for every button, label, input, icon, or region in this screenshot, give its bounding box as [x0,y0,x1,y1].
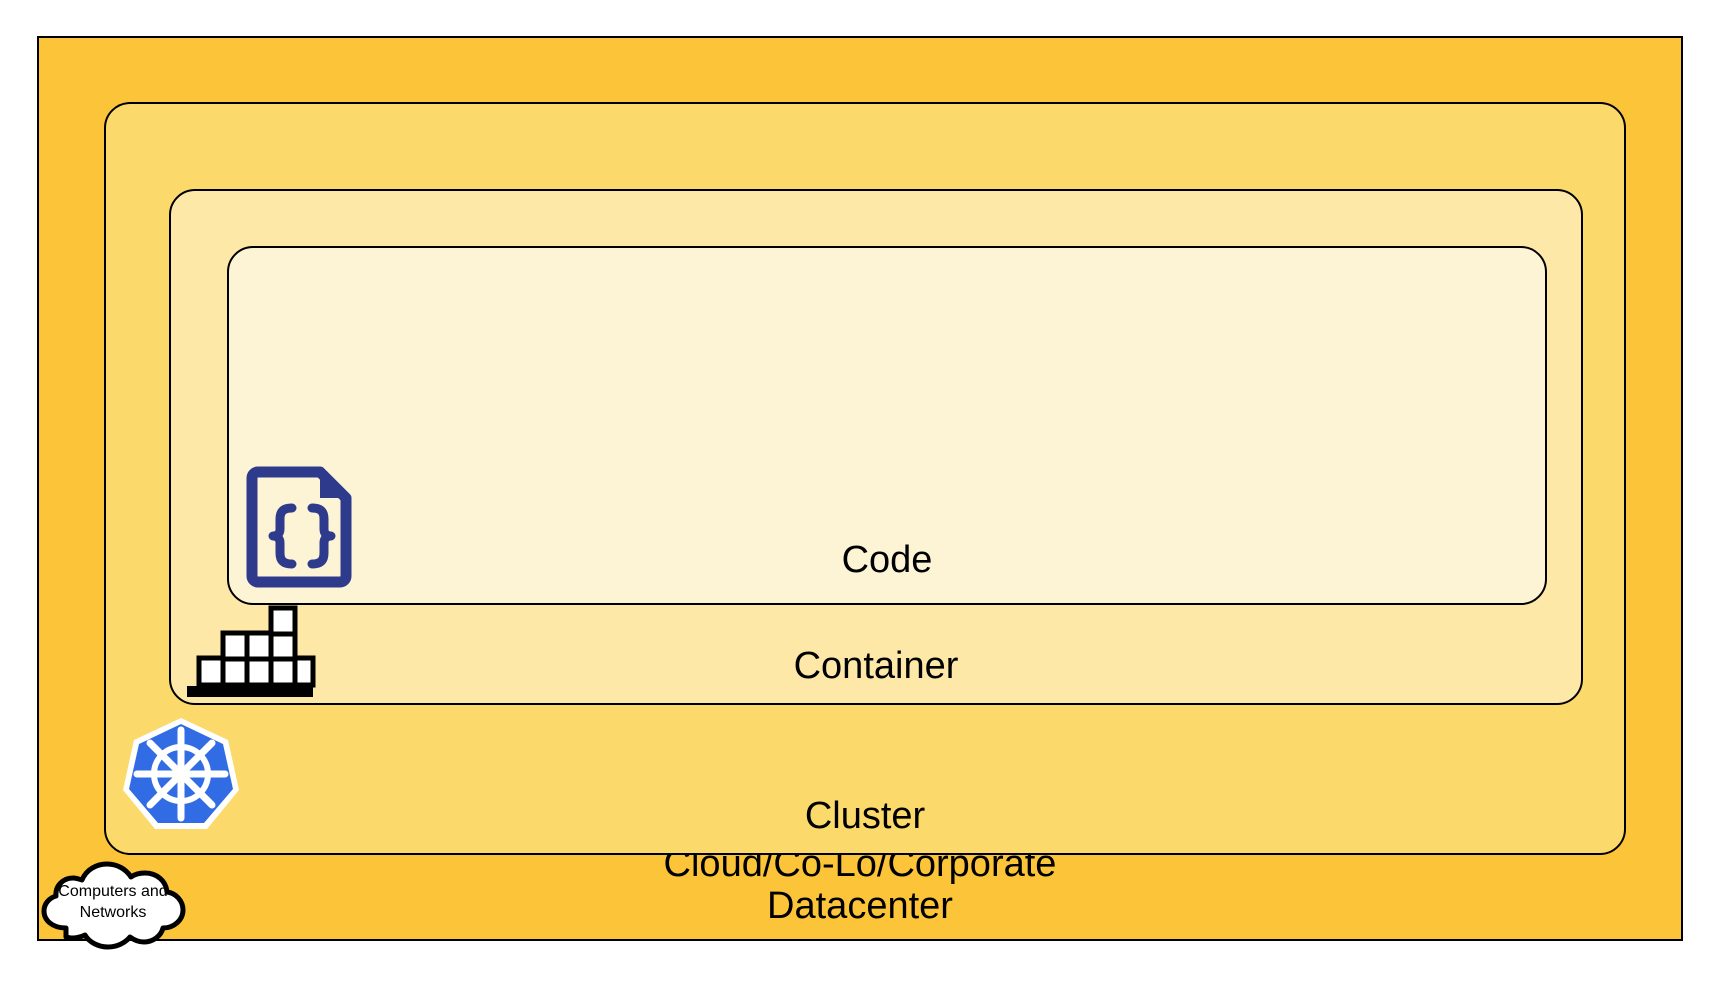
layer-code: Code [227,246,1547,605]
layer-container: Container Code [169,189,1583,705]
layer-cluster-label: Cluster [804,795,926,837]
container-blocks-icon [185,605,316,698]
layer-datacenter-label: Cloud/Co-Lo/Corporate Datacenter [663,843,1057,927]
layer-code-label: Code [841,539,933,581]
layer-datacenter: Cloud/Co-Lo/Corporate Datacenter Cluster… [37,36,1683,941]
layer-cluster: Cluster Container Code [104,102,1626,855]
cloud-icon: Computers and Networks [32,852,194,952]
code-braces-document-icon [246,460,358,588]
kubernetes-helm-icon [123,716,239,830]
layer-container-label: Container [793,645,959,687]
